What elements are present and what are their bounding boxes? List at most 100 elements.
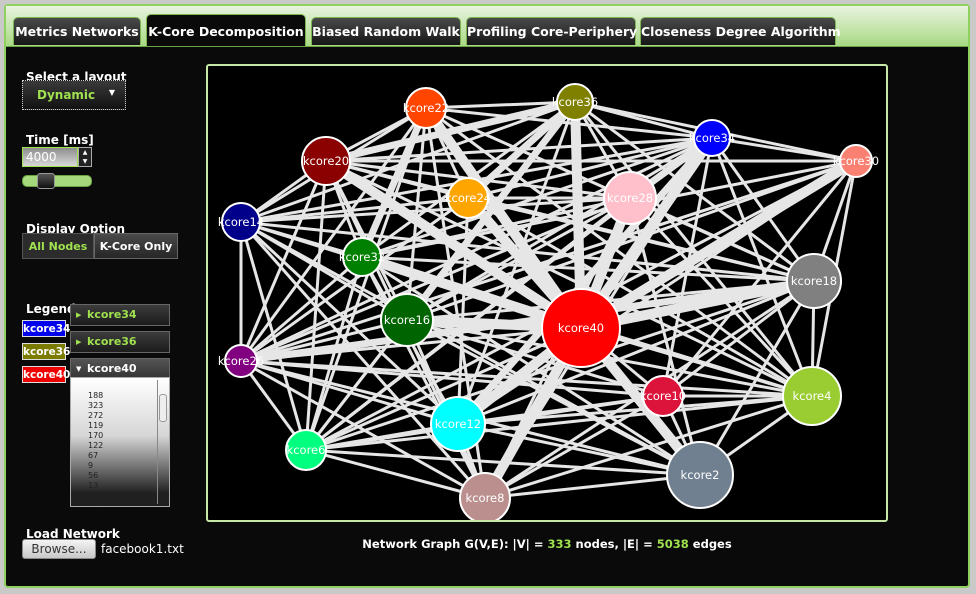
graph-node-kcore8[interactable]: kcore8 (459, 472, 511, 520)
graph-node-kcore14[interactable]: kcore14 (218, 202, 264, 242)
graph-node-kcore6[interactable]: kcore6 (285, 429, 327, 471)
accordion-header-kcore34[interactable]: ▶kcore34 (70, 304, 170, 326)
graph-edge (456, 101, 577, 425)
graph-edge-heavy (325, 98, 576, 165)
graph-edge (405, 107, 428, 321)
graph-node-kcore4[interactable]: kcore4 (782, 366, 842, 426)
network-graph[interactable]: kcore22 kcore36 kcore34 kcore30 kcore20 kcore… (208, 66, 886, 520)
node-list-item[interactable]: 13 (88, 481, 99, 490)
time-slider-thumb[interactable] (37, 173, 55, 189)
graph-node-circle[interactable] (786, 253, 842, 309)
accordion-label: kcore40 (87, 362, 137, 375)
graph-node-circle[interactable] (782, 366, 842, 426)
spin-up-icon[interactable]: ▲ (82, 149, 88, 156)
spin-down-icon[interactable]: ▼ (82, 158, 88, 165)
time-input[interactable]: 4000 (22, 147, 78, 167)
scrollbar[interactable] (157, 380, 168, 504)
caption-prefix: Network Graph G(V,E): |V| = (362, 537, 548, 551)
layout-select[interactable]: Dynamic ▼ (22, 80, 126, 110)
graph-node-circle[interactable] (405, 87, 447, 129)
node-list-item[interactable]: 188 (88, 391, 104, 400)
chevron-down-icon: ▼ (76, 365, 82, 373)
node-list-item[interactable]: 323 (88, 401, 104, 410)
graph-edge (484, 473, 701, 500)
graph-node-circle[interactable] (380, 293, 434, 347)
graph-edge (325, 159, 813, 398)
graph-edge (240, 359, 486, 500)
graph-node-circle[interactable] (693, 119, 731, 157)
graph-node-kcore32[interactable]: kcore32 (339, 237, 385, 277)
accordion-header-kcore40[interactable]: ▼ kcore40 (70, 358, 170, 380)
graph-node-circle[interactable] (666, 441, 734, 509)
tab-biased-random-walk[interactable]: Biased Random Walk (311, 17, 461, 45)
graph-node-circle[interactable] (459, 472, 511, 520)
graph-node-circle[interactable] (221, 202, 261, 242)
tab-closeness-degree-algorithm[interactable]: Closeness Degree Algorithm (640, 17, 841, 45)
graph-edge-heavy (358, 106, 430, 259)
node-list-item[interactable]: 265 (88, 491, 104, 500)
tab-k-core-decomposition[interactable]: K-Core Decomposition (146, 14, 306, 46)
tab-metrics-networks[interactable]: Metrics Networks (13, 17, 141, 45)
graph-node-circle[interactable] (224, 344, 258, 378)
graph-node-circle[interactable] (839, 144, 873, 178)
graph-node-circle[interactable] (342, 237, 382, 277)
time-slider[interactable] (22, 173, 92, 189)
graph-node-kcore2[interactable]: kcore2 (666, 441, 734, 509)
legend-chip-kcore36: kcore36 (22, 343, 70, 360)
graph-node-kcore18[interactable]: kcore18 (786, 253, 842, 309)
graph-node-label: kcore16 (384, 313, 430, 327)
graph-node-kcore24[interactable]: kcore24 (445, 177, 491, 219)
display-option-label: Display Option (26, 222, 126, 236)
tab-profiling-core-periphery[interactable]: Profiling Core-Periphery (466, 17, 637, 45)
node-list-item[interactable]: 56 (88, 471, 99, 480)
graph-node-kcore10[interactable]: kcore10 (640, 375, 686, 417)
node-list-item[interactable]: 9 (88, 461, 94, 470)
graph-edge (457, 279, 815, 426)
graph-node-circle[interactable] (447, 177, 489, 219)
accordion-header-kcore36[interactable]: ▶kcore36 (70, 331, 170, 353)
graph-node-kcore40[interactable]: kcore40 (541, 288, 621, 368)
graph-node-kcore20[interactable]: kcore20 (301, 136, 351, 186)
time-spinner[interactable]: ▲▼ (78, 147, 92, 167)
graph-edge (425, 106, 713, 140)
graph-node-kcore36[interactable]: kcore36 (552, 83, 598, 121)
graph-node-kcore30[interactable]: kcore30 (833, 144, 879, 178)
graph-node-circle[interactable] (541, 288, 621, 368)
legend-chip-kcore34: kcore34 (22, 320, 70, 337)
graph-node-kcore16[interactable]: kcore16 (380, 293, 434, 347)
node-list-item[interactable]: 272 (88, 411, 104, 420)
node-list-item[interactable]: 170 (88, 431, 104, 440)
node-list-item[interactable]: 225 (88, 501, 104, 507)
graph-edge-heavy (455, 135, 715, 427)
graph-node-label: kcore10 (640, 389, 686, 403)
browse-button[interactable]: Browse... (22, 539, 96, 559)
graph-node-label: kcore40 (558, 321, 604, 335)
graph-node-circle[interactable] (603, 171, 657, 225)
time-label: Time [ms] (26, 133, 94, 147)
node-list-item[interactable]: 119 (88, 421, 104, 430)
graph-edge (239, 221, 308, 451)
chevron-right-icon: ▶ (76, 338, 82, 346)
graph-node-label: kcore18 (791, 274, 837, 288)
graph-node-kcore26[interactable]: kcore26 (218, 344, 264, 378)
graph-edge (239, 221, 487, 499)
graph-node-kcore22[interactable]: kcore22 (403, 87, 449, 129)
graph-node-circle[interactable] (301, 136, 351, 186)
graph-node-circle[interactable] (556, 83, 594, 121)
graph-node-circle[interactable] (642, 375, 684, 417)
graph-node-circle[interactable] (285, 429, 327, 471)
scrollbar-thumb[interactable] (159, 394, 167, 422)
graph-node-circle[interactable] (430, 396, 486, 452)
all-nodes-button[interactable]: All Nodes (22, 233, 94, 259)
graph-node-kcore12[interactable]: kcore12 (430, 396, 486, 452)
node-list-item[interactable]: 67 (88, 451, 99, 460)
graph-node-label: kcore34 (689, 131, 735, 145)
graph-node-label: kcore6 (287, 443, 326, 457)
graph-node-kcore28[interactable]: kcore28 (603, 171, 657, 225)
k-core-only-button[interactable]: K-Core Only (94, 233, 178, 259)
graph-node-kcore34[interactable]: kcore34 (689, 119, 735, 157)
node-list-item[interactable]: 122 (88, 441, 104, 450)
graph-node-label: kcore2 (681, 468, 720, 482)
graph-panel[interactable]: kcore22 kcore36 kcore34 kcore30 kcore20 kcore… (206, 64, 888, 522)
